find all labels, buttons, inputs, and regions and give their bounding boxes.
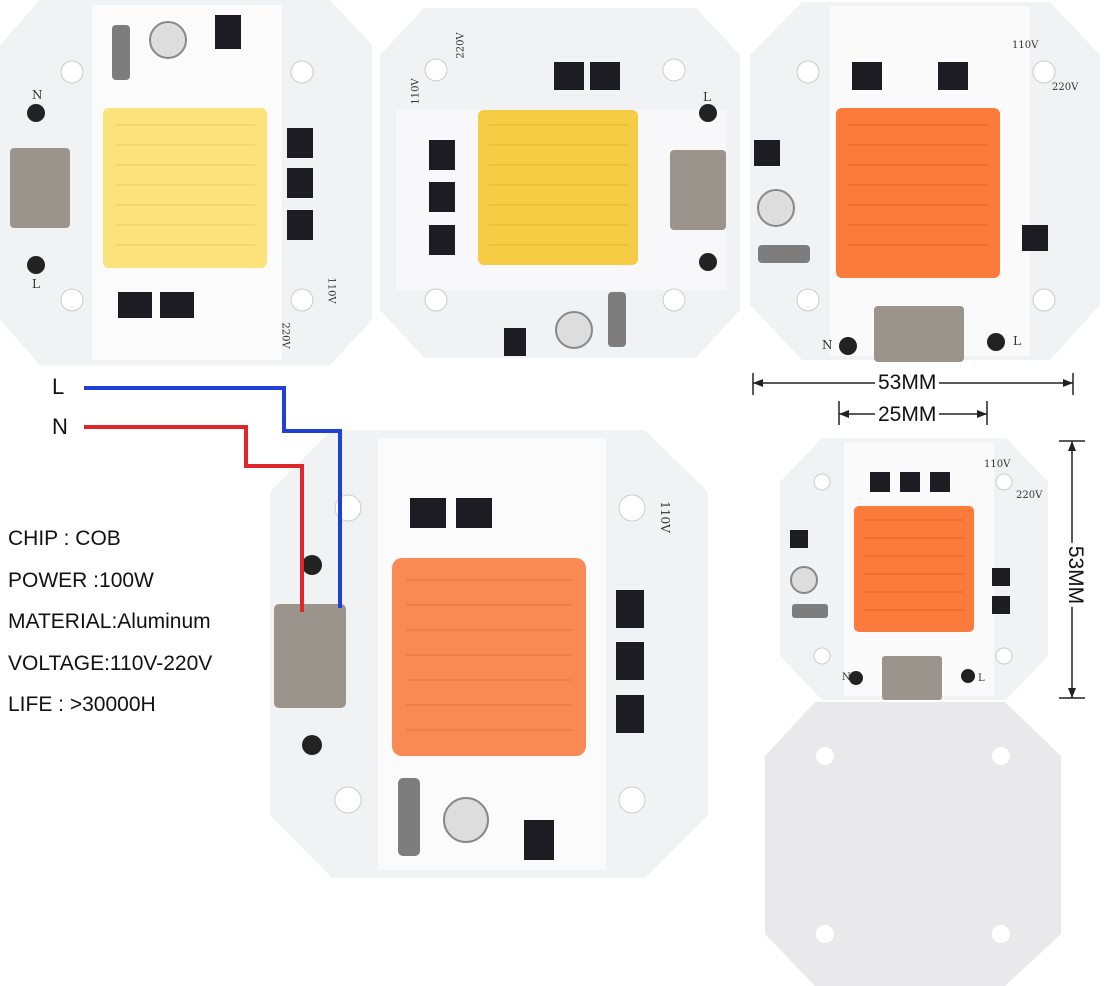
board3-220v-marking: 220V xyxy=(1052,82,1079,93)
small-board-n-marking: N xyxy=(842,672,851,683)
spec-life: LIFE : >30000H xyxy=(8,693,156,716)
terminal-block xyxy=(874,306,964,362)
small-board-220v-marking: 220V xyxy=(1016,490,1043,501)
live-wire xyxy=(84,386,342,608)
outer-width-label: 53MM xyxy=(875,372,940,394)
terminal-block-main xyxy=(274,604,346,708)
terminal-block xyxy=(10,148,70,228)
spec-power-value: :100W xyxy=(87,568,154,592)
aluminum-back-plate xyxy=(765,702,1061,986)
wiring-diagram xyxy=(84,386,342,612)
board1-l-marking: L xyxy=(32,277,40,291)
spec-chip: CHIP : COB xyxy=(8,527,121,550)
cob-board-warm-white xyxy=(0,0,372,365)
outer-height-label: 53MM xyxy=(1064,542,1087,608)
small-board-l-marking: L xyxy=(978,673,985,684)
led-chip-grow xyxy=(836,108,1000,278)
spec-power: POWER :100W xyxy=(8,567,212,609)
cob-board-warm xyxy=(380,8,740,358)
cob-board-grow xyxy=(750,2,1100,362)
board1-n-marking: N xyxy=(32,88,43,102)
neutral-wire xyxy=(84,425,304,612)
neutral-wire-label: N xyxy=(52,414,68,439)
terminal-block-small xyxy=(882,656,942,700)
chip-width-label: 25MM xyxy=(875,404,940,426)
board3-110v-marking: 110V xyxy=(1012,40,1039,51)
spec-material: MATERIAL:Aluminum xyxy=(8,610,211,633)
led-chip-grow-small xyxy=(854,506,974,632)
live-wire-label: L xyxy=(52,374,65,399)
spec-power-label: POWER xyxy=(8,568,88,592)
board2-l-marking: L xyxy=(703,90,711,104)
spec-list: CHIP : COB POWER :100W MATERIAL:Aluminum… xyxy=(8,525,212,733)
cob-board-grow-small xyxy=(780,438,1048,700)
board3-n-marking: N xyxy=(822,338,833,352)
led-chip-warm-white xyxy=(103,108,267,268)
cob-board-main xyxy=(270,430,708,878)
small-board-110v-marking: 110V xyxy=(984,459,1011,470)
led-chip-grow-main xyxy=(392,558,586,756)
board3-l-marking: L xyxy=(1013,334,1021,348)
spec-voltage: VOLTAGE:110V-220V xyxy=(8,651,213,675)
led-chip-warm xyxy=(478,110,638,265)
terminal-block xyxy=(670,150,726,230)
